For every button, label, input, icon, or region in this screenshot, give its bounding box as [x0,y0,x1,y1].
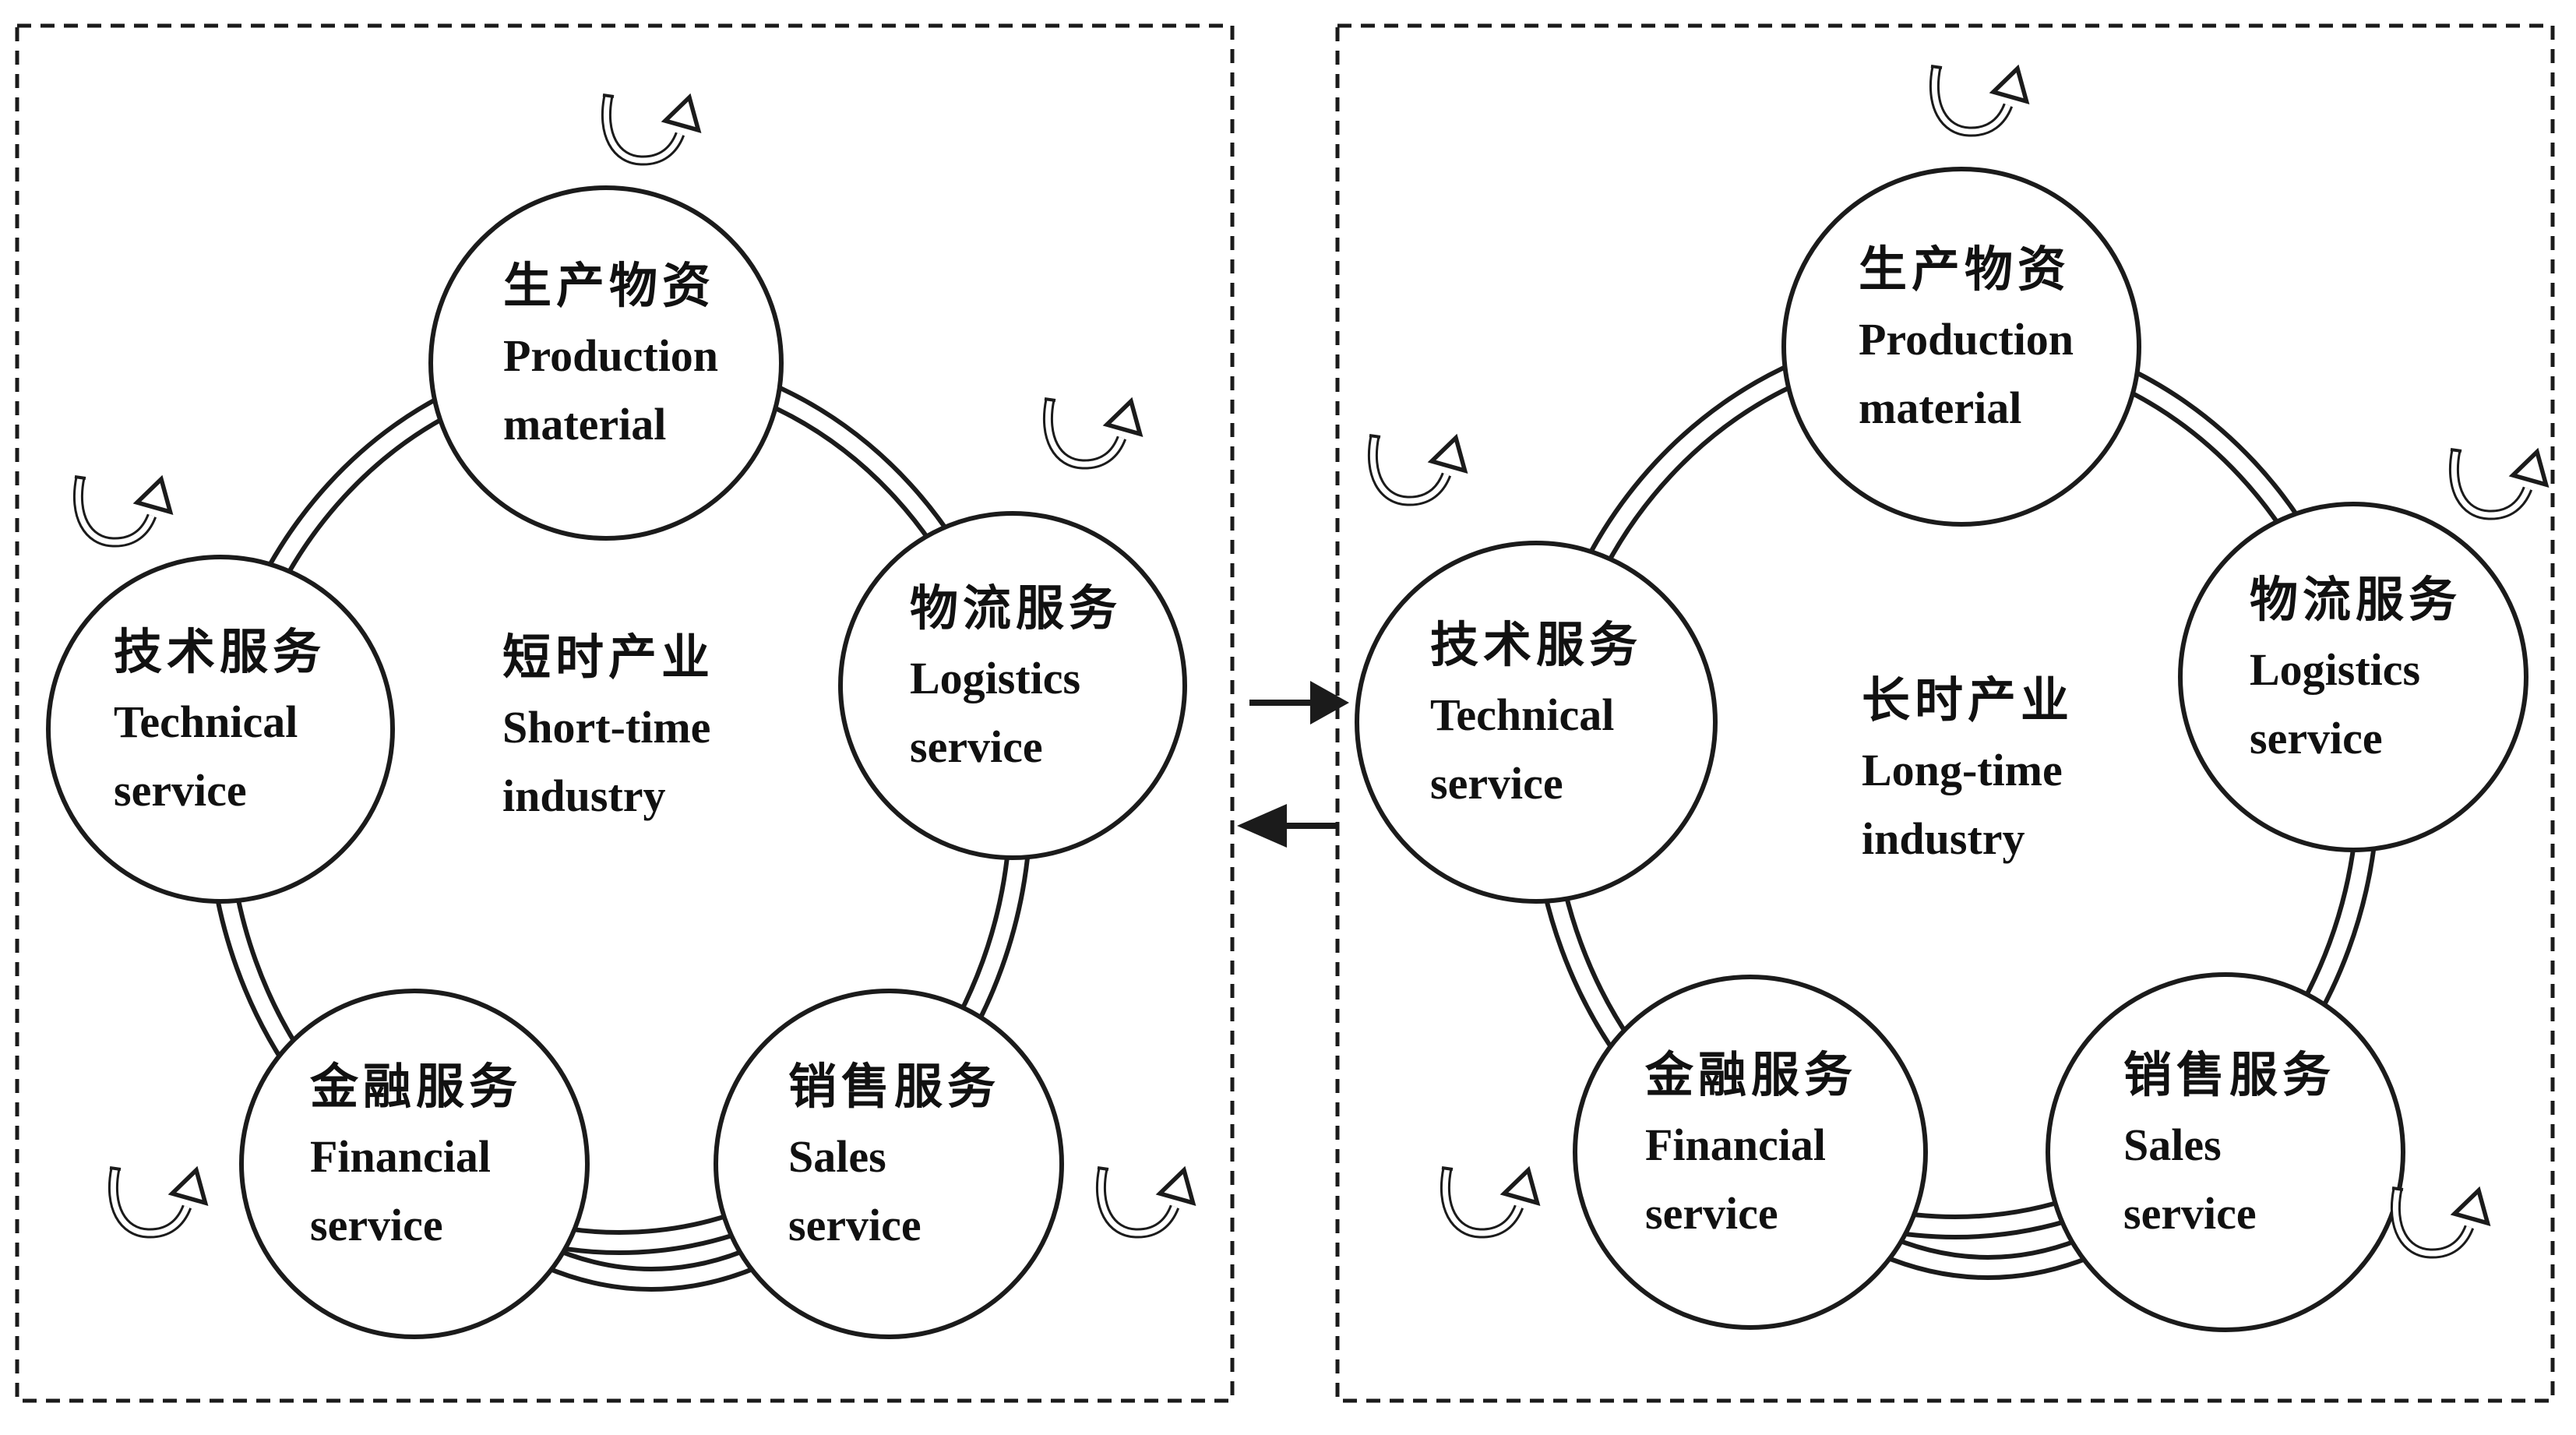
sales-service-en2: service [2123,1188,2257,1239]
long-time-industry-box: 生产物资 Production material 技术服务 Technical … [1335,23,2555,1403]
logistics-service-en1: Logistics [2250,644,2420,695]
u-turn-arrow-icon [110,1168,206,1233]
logistics-service-en1: Logistics [910,653,1080,703]
u-turn-arrow-icon [1369,435,1465,501]
u-turn-arrow-icon [75,477,171,542]
u-turn-arrow-icon [2392,1188,2488,1253]
production-material-zh: 生产物资 [1859,243,2070,297]
financial-service-circle [1573,975,1928,1330]
sales-service-circle [714,989,1064,1339]
production-material-zh: 生产物资 [503,259,715,313]
technical-service-en1: Technical [1430,689,1614,740]
left-arrow-icon [1237,804,1338,848]
financial-service-zh: 金融服务 [1644,1049,1857,1102]
logistics-service-zh: 物流服务 [910,582,1122,636]
sales-service-zh: 销售服务 [2123,1049,2335,1102]
sales-service-en1: Sales [788,1131,886,1182]
u-turn-arrow-icon [1931,66,2027,132]
long-time-label-zh: 长时产业 [1862,674,2074,728]
right-arrow-icon [1249,681,1349,725]
technical-service-circle [46,555,395,904]
production-material-circle [428,185,784,541]
logistics-service-circle [2178,502,2528,852]
sales-service-en1: Sales [2123,1119,2222,1170]
production-material-circle [1781,167,2141,527]
long-time-center-label: 长时产业 Long-time industry [1862,674,2074,864]
short-time-dashed-border [15,23,1235,1403]
node-production-material-left: 生产物资 Production material [428,185,784,541]
financial-service-en2: service [310,1200,443,1250]
node-sales-service-right: 销售服务 Sales service [2046,972,2405,1332]
node-logistics-service-left: 物流服务 Logistics service [838,511,1187,860]
short-time-center-label: 短时产业 Short-time industry [502,631,714,821]
short-time-label-en2: industry [502,770,666,821]
logistics-service-en2: service [910,721,1043,772]
sales-service-circle [2046,972,2405,1332]
sales-service-en2: service [788,1200,922,1250]
long-time-label-en2: industry [1862,813,2025,864]
technical-service-zh: 技术服务 [1430,619,1642,672]
financial-service-circle [239,989,590,1339]
logistics-service-zh: 物流服务 [2250,573,2461,627]
logistics-service-en2: service [2250,713,2383,763]
node-technical-service-left: 技术服务 Technical service [46,555,395,904]
technical-service-en2: service [114,765,247,816]
u-turn-arrow-icon [603,95,699,160]
left-arrow-head [1237,804,1287,848]
long-time-dashed-border [1335,23,2555,1403]
exchange-arrows [1237,681,1349,848]
node-financial-service-left: 金融服务 Financial service [239,989,590,1339]
production-material-en2: material [503,399,666,450]
technical-service-zh: 技术服务 [114,626,326,679]
financial-service-en1: Financial [1645,1119,1826,1170]
u-turn-arrow-icon [2451,450,2546,515]
financial-service-en1: Financial [310,1131,491,1182]
production-material-en2: material [1859,383,2021,433]
u-turn-arrow-icon [1045,399,1140,464]
node-logistics-service-right: 物流服务 Logistics service [2178,502,2528,852]
production-material-en1: Production [503,330,718,381]
node-technical-service-right: 技术服务 Technical service [1355,541,1718,904]
short-time-industry-box: 生产物资 Production material 技术服务 Technical … [15,23,1235,1403]
short-time-label-en1: Short-time [502,702,710,753]
technical-service-circle [1355,541,1718,904]
production-material-en1: Production [1859,314,2074,365]
logistics-service-circle [838,511,1187,860]
sales-service-zh: 销售服务 [788,1060,1000,1114]
node-production-material-right: 生产物资 Production material [1781,167,2141,527]
right-arrow-head [1310,681,1349,725]
u-turn-arrow-icon [1442,1168,1538,1233]
node-sales-service-left: 销售服务 Sales service [714,989,1064,1339]
u-turn-arrow-icon [1098,1168,1193,1233]
financial-service-zh: 金融服务 [309,1060,522,1114]
technical-service-en2: service [1430,758,1563,809]
technical-service-en1: Technical [114,696,298,747]
financial-service-en2: service [1645,1188,1778,1239]
node-financial-service-right: 金融服务 Financial service [1573,975,1928,1330]
short-time-label-zh: 短时产业 [502,631,714,685]
long-time-label-en1: Long-time [1862,745,2063,795]
